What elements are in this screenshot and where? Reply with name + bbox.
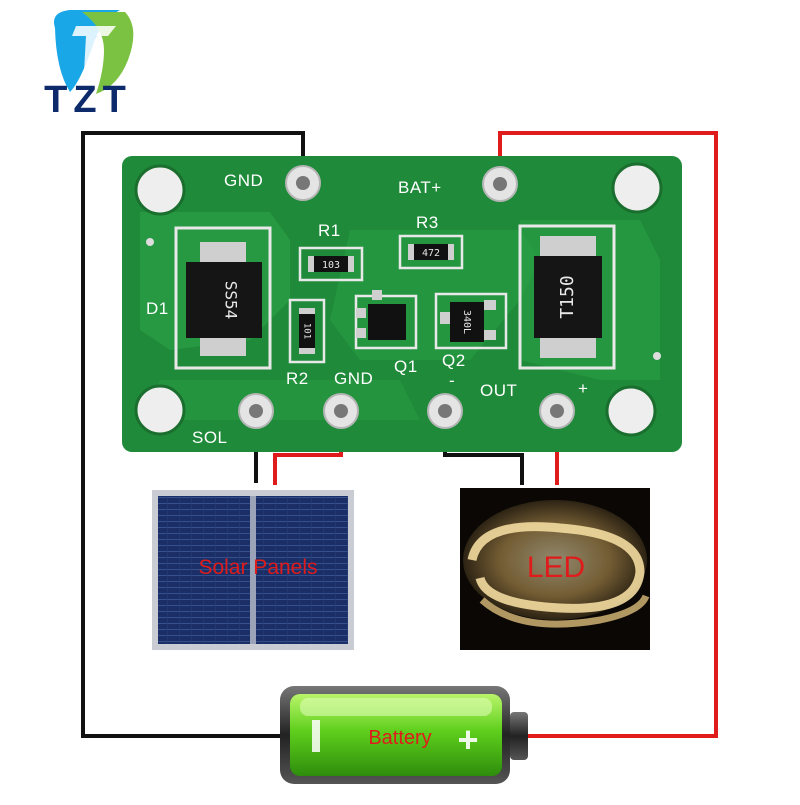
pad-sol bbox=[238, 393, 274, 429]
diode-d1: SS54 bbox=[174, 226, 272, 370]
pad-gnd-bottom bbox=[323, 393, 359, 429]
label-sol: SOL bbox=[192, 428, 228, 447]
battery: Battery + bbox=[280, 686, 528, 784]
brand-name: TZT bbox=[44, 79, 132, 121]
label-d1: D1 bbox=[146, 299, 169, 318]
wire-bat-plus-to-battery-plus bbox=[498, 131, 718, 738]
mounting-holes bbox=[134, 162, 663, 437]
resistor-r1: 103 bbox=[298, 246, 364, 282]
r2-marking: 101 bbox=[302, 323, 312, 339]
pads bbox=[238, 165, 575, 429]
battery-minus-sign bbox=[312, 720, 320, 752]
pad-out-plus bbox=[539, 393, 575, 429]
transistor-q2: 340L bbox=[434, 292, 508, 350]
tzt-logo-emblem bbox=[54, 10, 134, 94]
label-q1: Q1 bbox=[394, 357, 418, 376]
r3-marking: 472 bbox=[422, 248, 440, 259]
inductor-t150: T150 bbox=[518, 224, 616, 370]
led-strip: LED bbox=[460, 488, 650, 650]
label-r2: R2 bbox=[286, 369, 309, 388]
resistor-r3: 472 bbox=[398, 234, 464, 270]
label-gnd-bottom: GND bbox=[334, 369, 373, 388]
q2-marking: 340L bbox=[461, 310, 472, 334]
pad-bat-plus bbox=[482, 166, 518, 202]
label-plus: + bbox=[578, 379, 588, 398]
label-r3: R3 bbox=[416, 213, 439, 232]
pad-gnd-top bbox=[285, 165, 321, 201]
led-label: LED bbox=[527, 551, 585, 584]
label-q2: Q2 bbox=[442, 351, 466, 370]
inductor-marking: T150 bbox=[557, 275, 578, 318]
r1-marking: 103 bbox=[322, 260, 340, 271]
tzt-logo: TZT bbox=[44, 10, 134, 121]
battery-plus-sign: + bbox=[457, 719, 478, 760]
battery-label: Battery bbox=[368, 727, 431, 749]
d1-marking: SS54 bbox=[222, 281, 241, 320]
label-out: OUT bbox=[480, 381, 517, 400]
wire-gnd-to-battery-minus bbox=[81, 131, 305, 738]
label-bat-plus: BAT+ bbox=[398, 178, 442, 197]
solar-panel: Solar Panels bbox=[152, 490, 354, 650]
resistor-r2: 101 bbox=[288, 298, 326, 364]
label-gnd-top: GND bbox=[224, 171, 263, 190]
label-r1: R1 bbox=[318, 221, 341, 240]
pad-out-minus bbox=[427, 393, 463, 429]
solar-panel-label: Solar Panels bbox=[198, 556, 317, 579]
pcb-board: SS54 103 472 101 bbox=[122, 156, 682, 452]
label-minus: - bbox=[449, 371, 455, 390]
transistor-q1 bbox=[354, 290, 418, 350]
